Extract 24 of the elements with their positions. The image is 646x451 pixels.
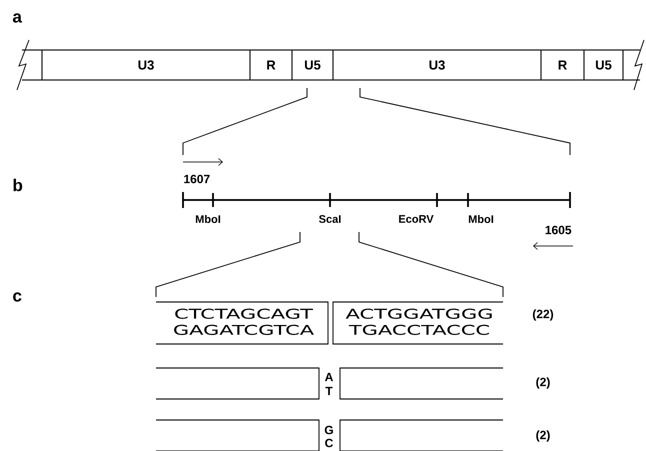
- panel-letter: a: [12, 13, 22, 23]
- segment-box: U3: [42, 50, 250, 80]
- base-label: A: [324, 372, 334, 382]
- sequence-box: ACTGGATGGG TGACCTACCC: [332, 302, 504, 344]
- segment-box: R: [540, 50, 584, 80]
- panel-letter: c: [13, 292, 22, 302]
- base-label: C: [325, 438, 334, 448]
- count-label: (22): [532, 309, 554, 321]
- segment-box: R: [250, 50, 292, 80]
- site-label: MboI: [468, 214, 494, 224]
- primer-label: 1605: [546, 226, 572, 234]
- segment-box: U5: [292, 50, 334, 80]
- count-label: (2): [536, 430, 550, 442]
- base-label: G: [324, 426, 333, 434]
- primer-label: 1607: [184, 174, 210, 184]
- segment-box: U5: [584, 50, 624, 80]
- site-label: MboI: [196, 214, 220, 224]
- site-label: EcoRV: [399, 215, 434, 223]
- panel-letter: b: [14, 178, 22, 192]
- base-label: T: [325, 386, 333, 396]
- sequence-box: CTCTAGCAGT GAGATCGTCA: [156, 302, 328, 344]
- count-label: (2): [536, 377, 550, 389]
- segment-box: U3: [332, 50, 542, 80]
- site-label: ScaI: [319, 215, 341, 223]
